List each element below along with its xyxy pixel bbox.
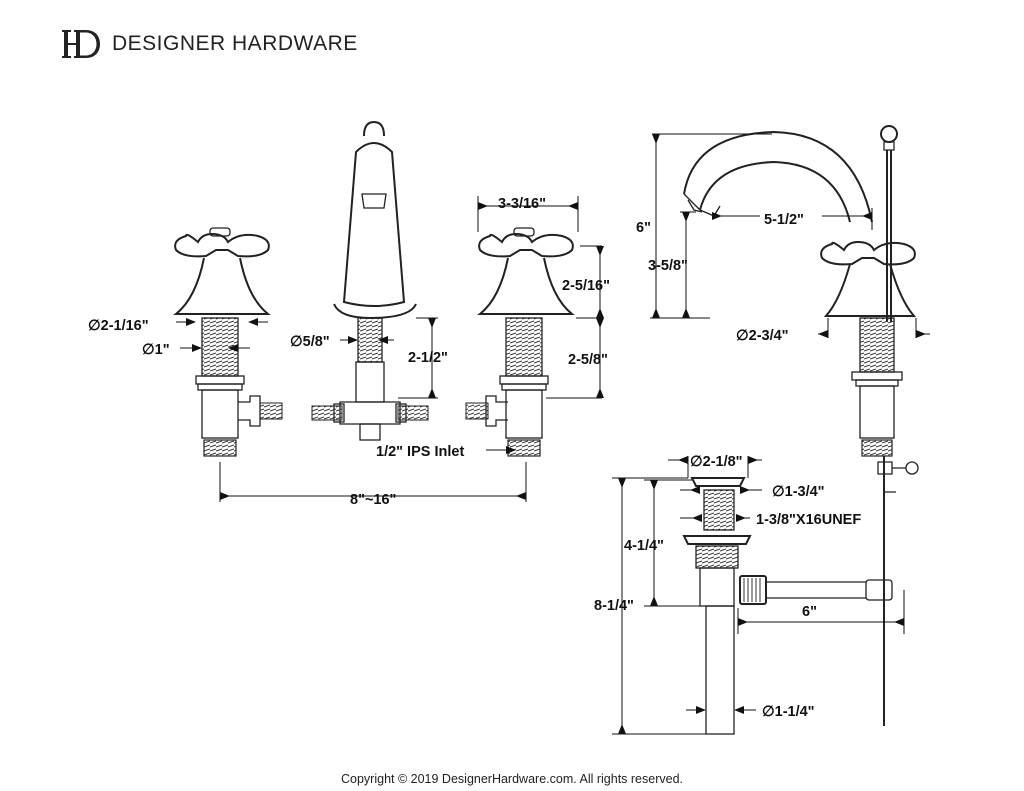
inlet-label: 1/2" IPS Inlet	[376, 444, 464, 460]
drain-thread-label: 1-3/8"X16UNEF	[756, 512, 861, 528]
dimension-lines	[176, 133, 930, 735]
handle-stem-dia-label: ∅1"	[142, 342, 170, 358]
spout-base-dia-label: ∅2-3/4"	[736, 328, 789, 344]
drain-total-len-label: 8-1/4"	[594, 598, 634, 614]
center-spout	[311, 120, 429, 441]
spout-stem-dia-label: ∅5/8"	[290, 334, 330, 350]
spread-label: 8"~16"	[350, 492, 396, 508]
left-cross-handle	[173, 227, 283, 457]
handle-stem-len-label: 2-5/8"	[568, 352, 608, 368]
brand-header: DESIGNER HARDWARE	[62, 24, 358, 64]
pop-up-drain	[682, 477, 893, 735]
spout-total-height-label: 6"	[636, 220, 651, 236]
drain-upper-len-label: 4-1/4"	[624, 538, 664, 554]
side-view-faucet	[683, 125, 919, 726]
tailpiece-dia-label: ∅1-1/4"	[762, 704, 815, 720]
spout-stem-len-label: 2-1/2"	[408, 350, 448, 366]
brand-name: DESIGNER HARDWARE	[112, 32, 358, 55]
drain-flange-dia-label: ∅2-1/8"	[690, 454, 743, 470]
drain-rod-len-label: 6"	[802, 604, 817, 620]
right-cross-handle	[465, 227, 575, 457]
handle-base-dia-label: ∅2-1/16"	[88, 318, 149, 334]
handle-width-label: 3-3/16"	[498, 196, 546, 212]
dh-monogram-icon	[62, 30, 100, 58]
dimension-labels: ∅2-1/16" ∅1" ∅5/8" 2-1/2" 1/2" IPS Inlet…	[88, 196, 861, 720]
footer: Copyright © 2019 DesignerHardware.com. A…	[0, 772, 1024, 786]
handle-height-label: 2-5/16"	[562, 278, 610, 294]
drain-body-dia-label: ∅1-3/4"	[772, 484, 825, 500]
spout-clearance-label: 3-5/8"	[648, 258, 688, 274]
copyright-text: Copyright © 2019 DesignerHardware.com. A…	[341, 772, 683, 786]
spout-reach-label: 5-1/2"	[764, 212, 804, 228]
